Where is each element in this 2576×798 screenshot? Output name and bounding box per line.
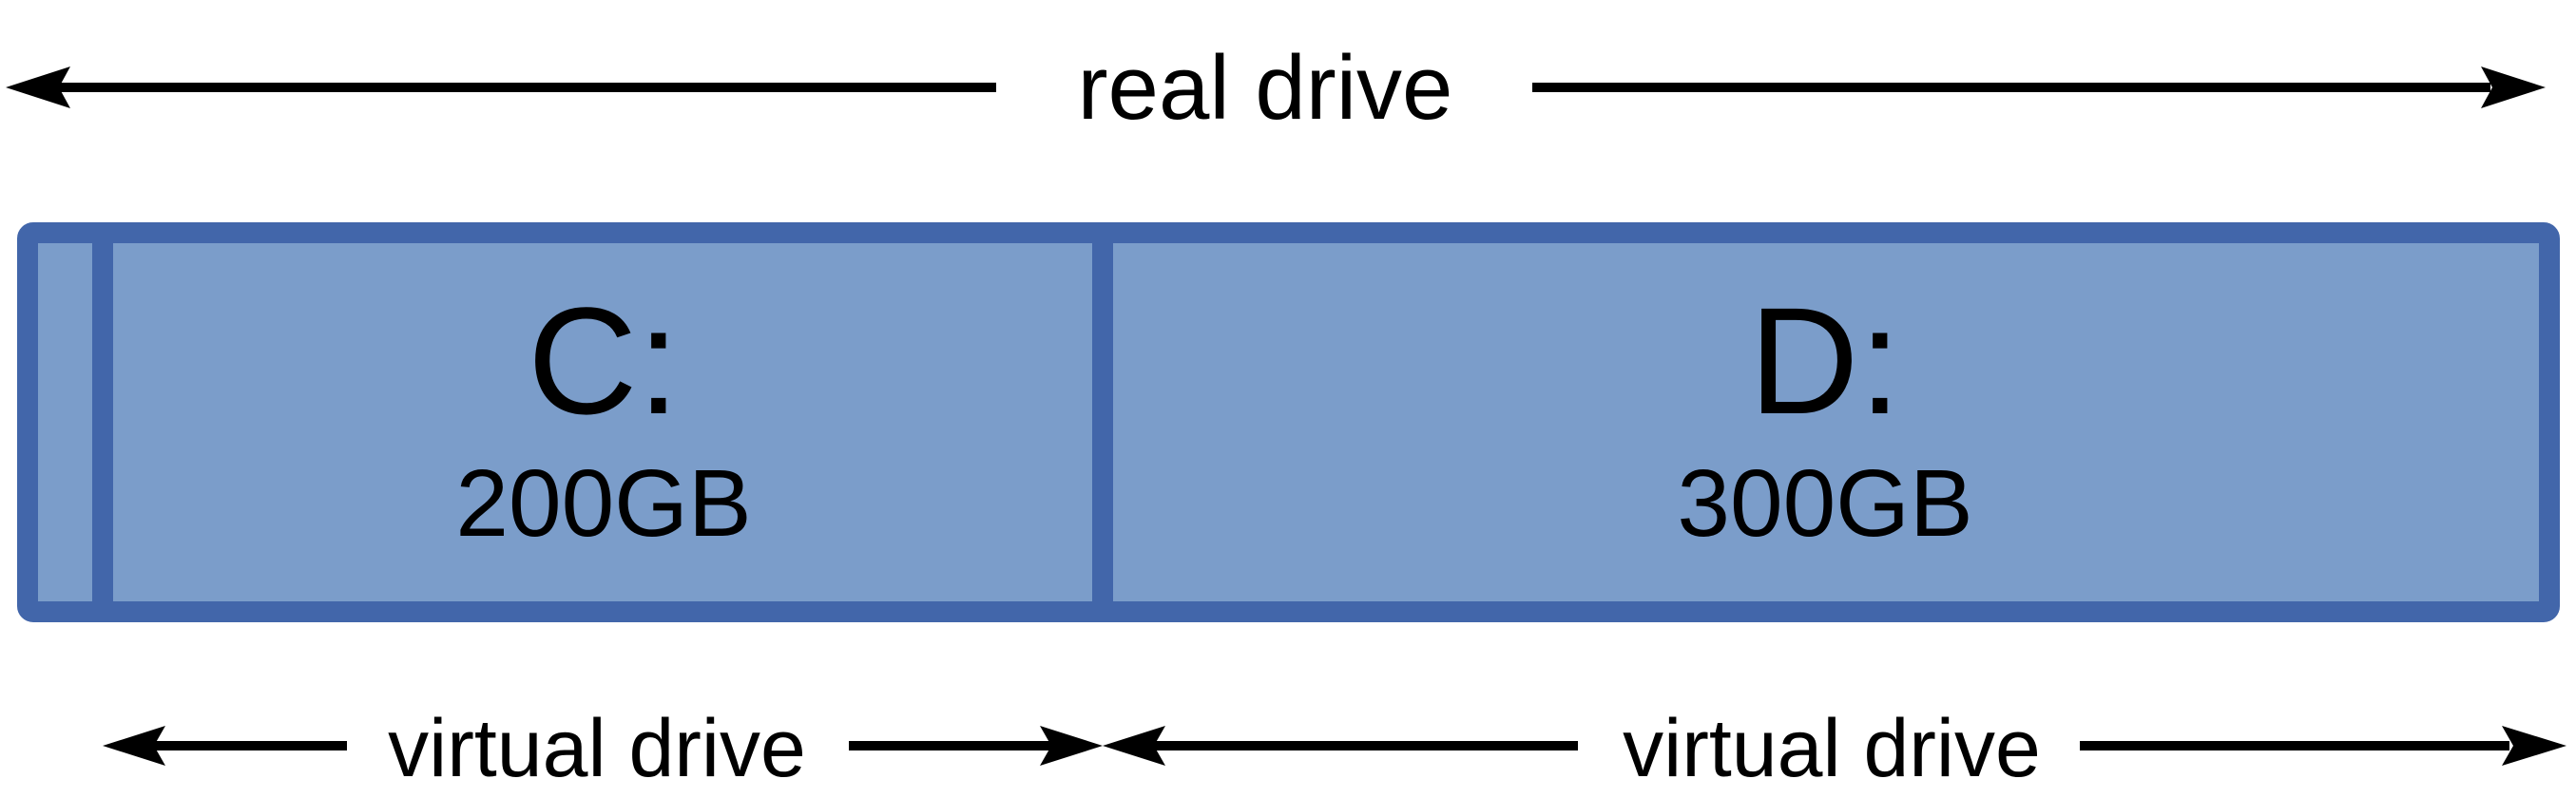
- real-drive-label: real drive: [1077, 37, 1453, 139]
- real-drive-arrow-right-head: [2481, 66, 2546, 108]
- drive-d-size: 300GB: [1677, 450, 1973, 557]
- virtual-drive-c-arrow-left-head: [103, 726, 165, 766]
- real-drive-arrow-left-head: [6, 66, 70, 108]
- virtual-drive-d-arrow-right-head: [2502, 726, 2566, 766]
- virtual-drive-c-arrow: [103, 726, 1103, 766]
- virtual-drive-c-label: virtual drive: [388, 703, 806, 794]
- real-drive-bar: [17, 222, 2560, 622]
- virtual-drive-d-arrow: [1103, 726, 2566, 766]
- drive-d-letter: D:: [1749, 276, 1901, 446]
- virtual-drive-c-arrow-right-head: [1040, 726, 1103, 766]
- real-drive-outline: [17, 222, 2560, 622]
- drive-c-size: 200GB: [455, 450, 752, 557]
- virtual-drive-d-label: virtual drive: [1623, 703, 2041, 794]
- real-drive-arrow: [6, 66, 2546, 108]
- virtual-drive-d-arrow-left-head: [1103, 726, 1165, 766]
- drive-c-letter: C:: [528, 276, 680, 446]
